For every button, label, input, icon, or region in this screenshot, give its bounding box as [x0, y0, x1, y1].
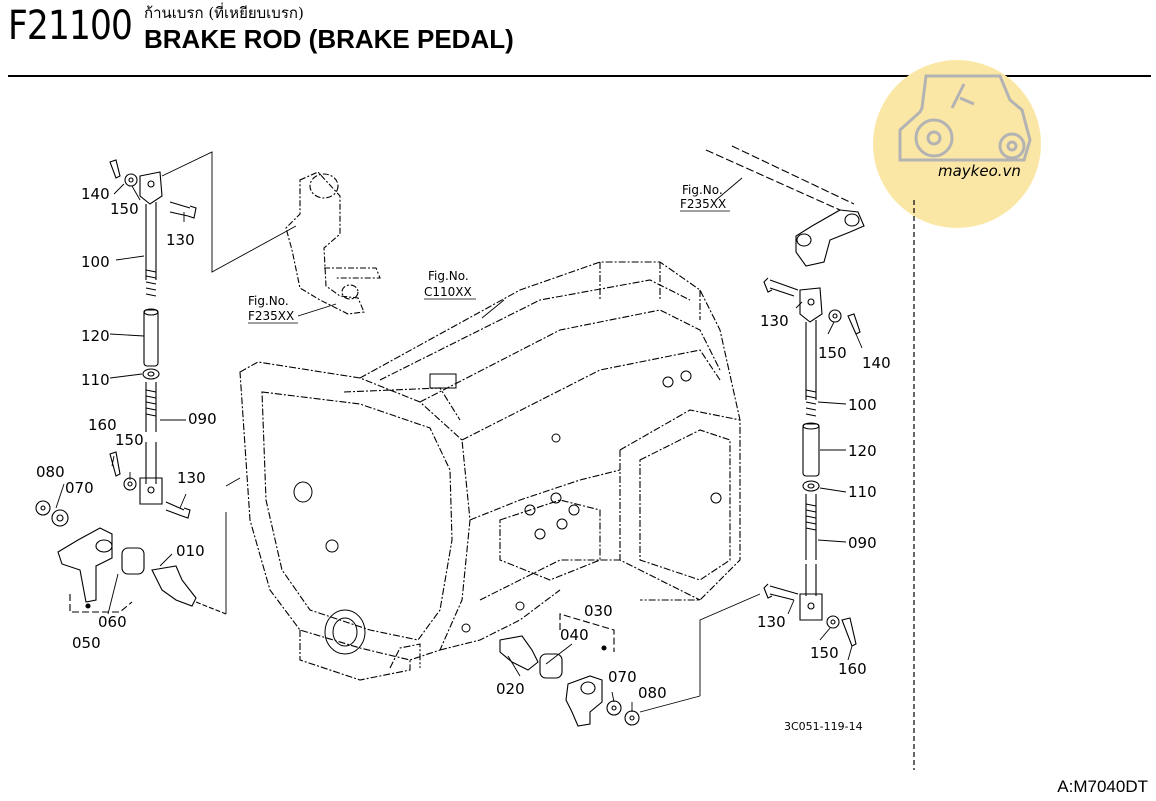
- callout-130-lower: 130: [177, 469, 206, 487]
- callout-060: 060: [98, 613, 127, 631]
- diagram-reference: 3C051-119-14: [784, 720, 863, 733]
- callout-130: 130: [166, 231, 195, 249]
- callout-160: 160: [88, 416, 117, 434]
- callout-110: 110: [81, 371, 110, 389]
- callout-100: 100: [81, 253, 110, 271]
- callout-080: 080: [36, 463, 65, 481]
- fig-ref-code-2: C110XX: [424, 285, 472, 299]
- brake-pedal-left: [285, 171, 381, 315]
- watermark-logo: maykeo.vn: [873, 60, 1041, 228]
- callout-150-lower: 150: [115, 431, 144, 449]
- right-rod-assembly: [499, 277, 861, 727]
- callout-150: 150: [110, 200, 139, 218]
- left-rod-assembly: [35, 159, 227, 615]
- header-rule: [8, 75, 1151, 77]
- callout-100-right: 100: [848, 396, 877, 414]
- fig-ref-code-1: F235XX: [248, 309, 294, 323]
- callout-040: 040: [560, 626, 589, 644]
- callout-120: 120: [81, 327, 110, 345]
- callout-130-right-lower: 130: [757, 613, 786, 631]
- callout-150-right-lower: 150: [810, 644, 839, 662]
- callout-150-right: 150: [818, 344, 847, 362]
- model-code: A:M7040DT: [1057, 777, 1148, 796]
- page-title: BRAKE ROD (BRAKE PEDAL): [144, 24, 514, 54]
- figure-references: Fig.No. F235XX Fig.No. C110XX Fig.No. F2…: [248, 183, 730, 324]
- callout-020: 020: [496, 680, 525, 698]
- callout-070-right: 070: [608, 668, 637, 686]
- title-thai: ก้านเบรก (ที่เหยียบเบรก): [144, 4, 304, 22]
- callout-140-right: 140: [862, 354, 891, 372]
- fig-ref-label-1: Fig.No.: [248, 294, 289, 308]
- leader-lines: [55, 151, 863, 713]
- callout-160-right: 160: [838, 660, 867, 678]
- fig-ref-label-3: Fig.No.: [682, 183, 723, 197]
- watermark-text: maykeo.vn: [938, 162, 1021, 180]
- callout-120-right: 120: [848, 442, 877, 460]
- callout-050: 050: [72, 634, 101, 652]
- callout-080-right: 080: [638, 684, 667, 702]
- callout-010: 010: [176, 542, 205, 560]
- housing-details: [293, 370, 722, 655]
- callout-110-right: 110: [848, 483, 877, 501]
- transmission-housing: [239, 261, 741, 681]
- fig-ref-label-2: Fig.No.: [428, 269, 469, 283]
- callout-090: 090: [188, 410, 217, 428]
- fig-ref-code-3: F235XX: [680, 197, 726, 211]
- callout-140: 140: [81, 185, 110, 203]
- figure-code: F21100: [8, 3, 133, 49]
- callout-030: 030: [584, 602, 613, 620]
- callout-090-right: 090: [848, 534, 877, 552]
- brake-pedal-right: [705, 145, 865, 267]
- callout-070: 070: [65, 479, 94, 497]
- callout-labels: 140 150 130 100 120 110 090 160 150 130 …: [36, 185, 891, 702]
- callout-130-right: 130: [760, 312, 789, 330]
